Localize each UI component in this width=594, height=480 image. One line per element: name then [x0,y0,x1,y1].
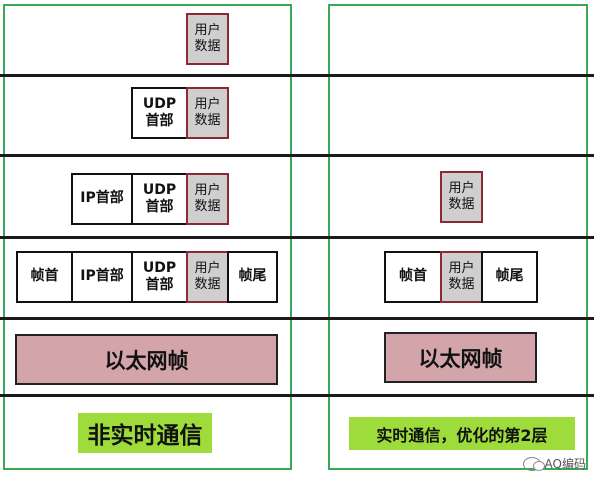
user-data-box: 用户 数据 [186,87,229,139]
udp-header-box: UDP 首部 [131,173,188,225]
udp-header-box: UDP 首部 [131,87,188,139]
layer-divider [0,394,594,397]
watermark: AQ编码 [522,455,586,472]
ethernet-frame-box: 以太网帧 [384,332,537,383]
layer-divider [0,154,594,157]
user-data-box: 用户 数据 [440,171,483,223]
ip-header-box: IP首部 [71,251,133,303]
realtime-label: 实时通信，优化的第2层 [349,417,575,450]
layer-divider [0,317,594,320]
frame-trailer-box: 帧尾 [227,251,278,303]
non-realtime-label: 非实时通信 [78,413,212,453]
user-data-box: 用户 数据 [440,251,483,303]
ip-header-box: IP首部 [71,173,133,225]
frame-trailer-box: 帧尾 [481,251,538,303]
wechat-icon [522,456,545,471]
layer-divider [0,236,594,239]
frame-header-box: 帧首 [16,251,73,303]
user-data-box: 用户 数据 [186,173,229,225]
udp-header-box: UDP 首部 [131,251,188,303]
frame-header-box: 帧首 [384,251,442,303]
layer-divider [0,74,594,77]
watermark-text: AQ编码 [544,457,586,471]
user-data-box: 用户 数据 [186,251,229,303]
ethernet-frame-box: 以太网帧 [15,334,278,385]
user-data-box: 用户 数据 [186,13,229,65]
